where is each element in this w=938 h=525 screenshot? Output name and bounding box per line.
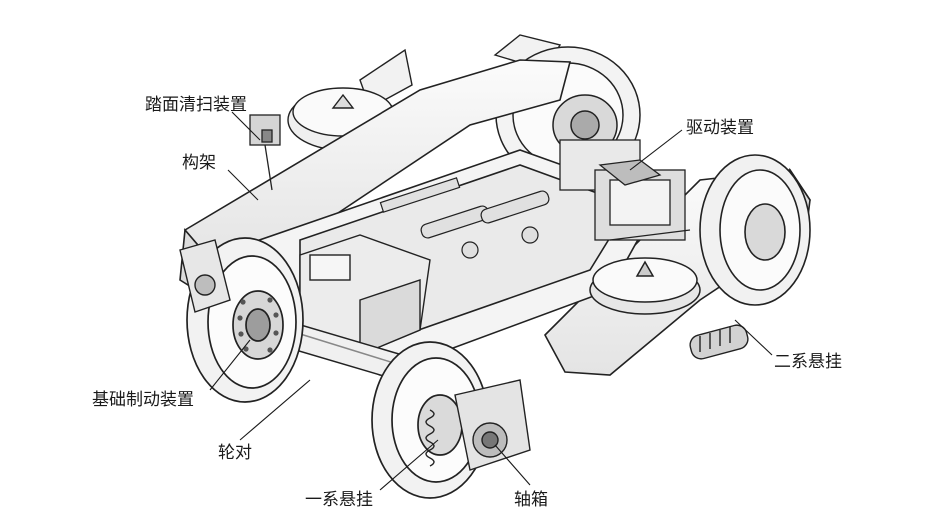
leader-axle-box xyxy=(494,444,531,486)
front-wheel-left xyxy=(186,237,304,403)
leader-primary-suspension xyxy=(379,439,439,491)
label-axle-box: 轴箱 xyxy=(514,490,548,510)
label-frame: 构架 xyxy=(182,153,216,173)
label-primary-suspension: 一系悬挂 xyxy=(305,490,373,510)
center-brake-linkage xyxy=(379,177,550,259)
front-wheel-right xyxy=(371,341,489,499)
leader-frame xyxy=(227,169,259,201)
label-tread-cleaner: 踏面清扫装置 xyxy=(145,95,247,115)
front-motor-box xyxy=(299,234,431,357)
label-wheelset: 轮对 xyxy=(218,443,252,463)
axle-box-front-left xyxy=(179,239,231,313)
leader-drive-unit xyxy=(629,129,683,171)
leader-lines xyxy=(209,111,773,491)
axle-box-front-right xyxy=(425,379,531,471)
secondary-damper xyxy=(689,324,749,360)
air-spring-right xyxy=(589,257,701,315)
leader-wheelset xyxy=(239,379,311,441)
drive-unit-assembly xyxy=(559,139,691,241)
leader-secondary-suspension xyxy=(734,319,773,356)
label-foundation-brake: 基础制动装置 xyxy=(92,390,194,410)
leader-tread-cleaner xyxy=(231,111,261,141)
leader-foundation-brake xyxy=(209,339,251,391)
label-drive-unit: 驱动装置 xyxy=(686,118,754,138)
label-secondary-suspension: 二系悬挂 xyxy=(774,352,842,372)
rear-wheel-right xyxy=(699,154,811,306)
